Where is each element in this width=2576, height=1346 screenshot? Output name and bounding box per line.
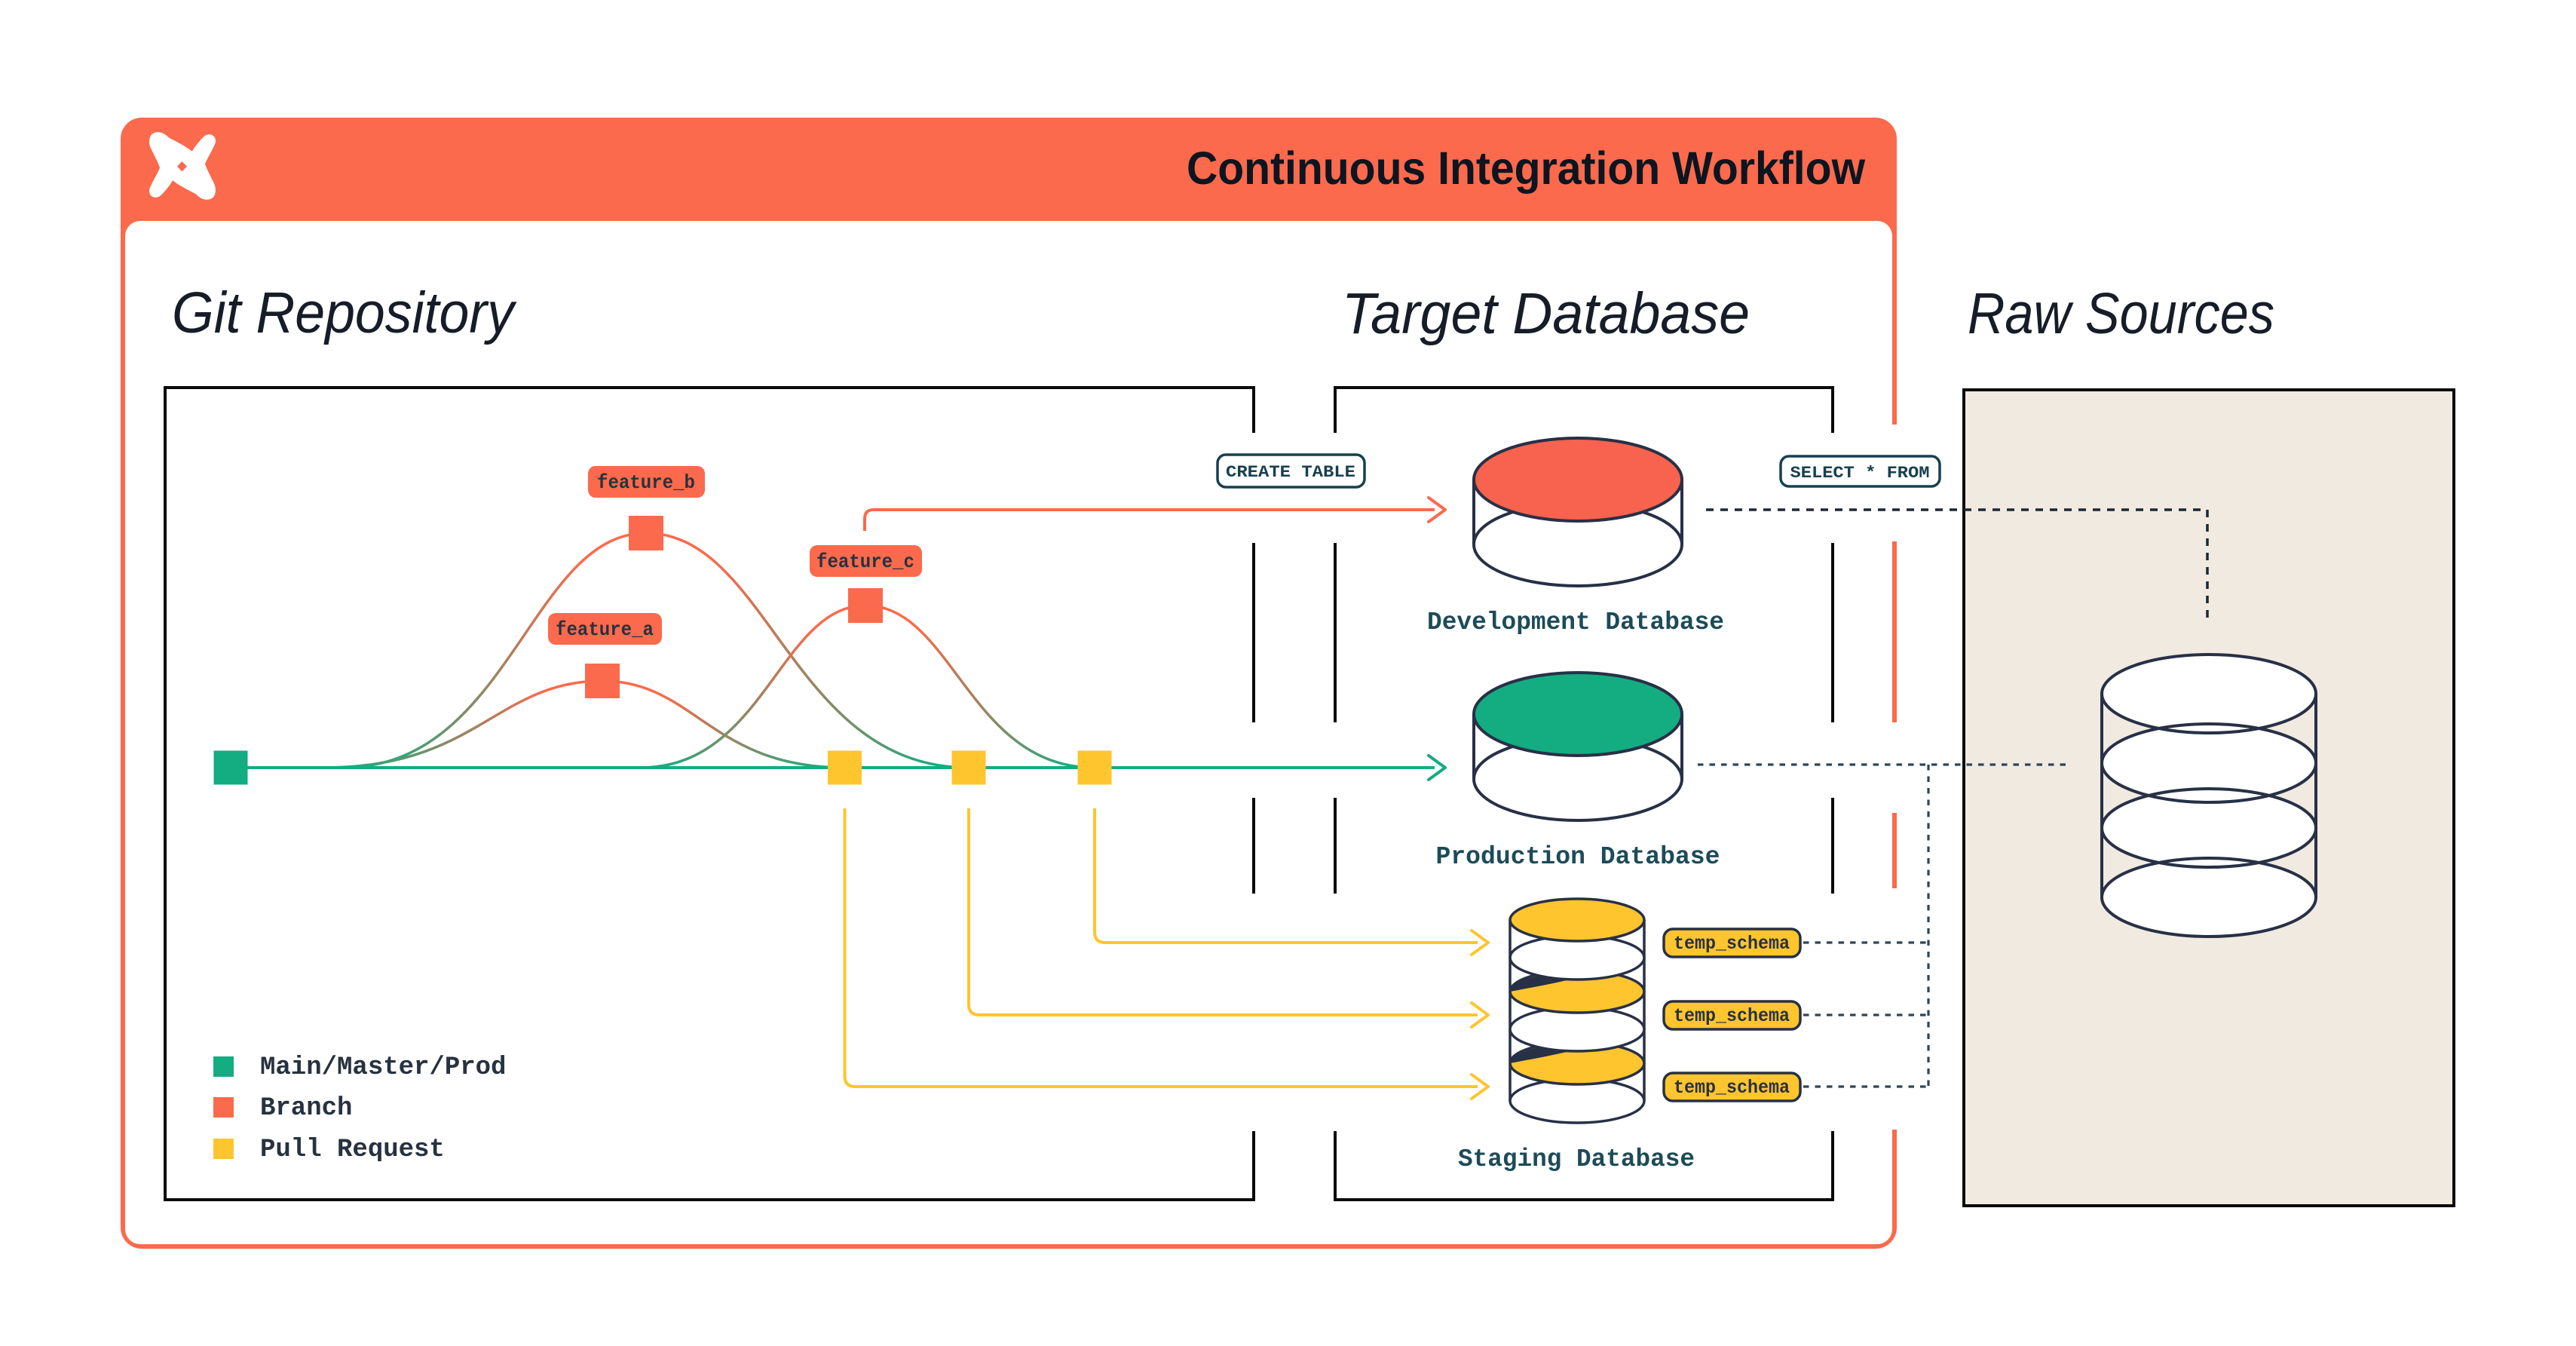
svg-text:Production Database: Production Database: [1436, 843, 1720, 871]
svg-text:CREATE TABLE: CREATE TABLE: [1226, 463, 1355, 482]
svg-text:Staging Database: Staging Database: [1458, 1145, 1695, 1173]
svg-text:temp_schema: temp_schema: [1674, 1077, 1790, 1099]
svg-text:Raw Sources: Raw Sources: [1968, 281, 2274, 346]
svg-text:Git Repository: Git Repository: [172, 281, 517, 345]
svg-text:Development Database: Development Database: [1427, 609, 1724, 636]
svg-text:feature_c: feature_c: [816, 550, 914, 573]
svg-text:Continuous Integration Workflo: Continuous Integration Workflow: [1187, 143, 1866, 194]
svg-text:temp_schema: temp_schema: [1674, 1005, 1790, 1027]
svg-text:SELECT * FROM: SELECT * FROM: [1790, 464, 1930, 483]
svg-text:feature_b: feature_b: [597, 471, 695, 494]
svg-text:Branch: Branch: [260, 1094, 352, 1123]
svg-text:Target Database: Target Database: [1342, 281, 1750, 346]
svg-text:Main/Master/Prod: Main/Master/Prod: [260, 1053, 506, 1082]
svg-text:feature_a: feature_a: [556, 618, 654, 641]
svg-text:temp_schema: temp_schema: [1674, 933, 1790, 955]
svg-text:Pull Request: Pull Request: [260, 1136, 445, 1164]
